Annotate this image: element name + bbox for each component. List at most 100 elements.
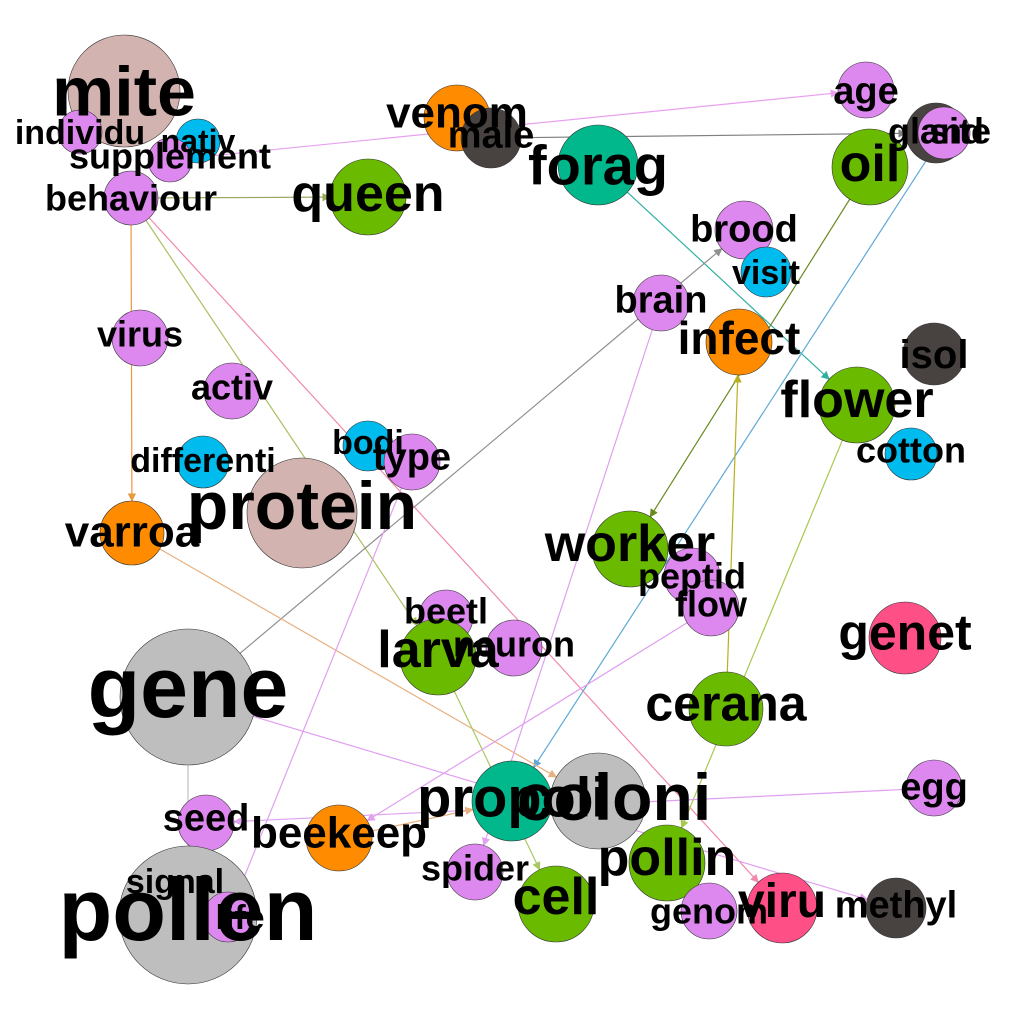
node-oil[interactable] bbox=[831, 128, 909, 206]
node-age[interactable] bbox=[837, 61, 895, 119]
node-label-pollin: pollin bbox=[598, 829, 737, 887]
node-pollin[interactable] bbox=[628, 824, 706, 902]
node-spider[interactable] bbox=[446, 843, 504, 901]
node-label-behaviour: behaviour bbox=[45, 178, 217, 219]
edge-cerana-infect bbox=[725, 374, 742, 710]
node-gene[interactable] bbox=[119, 628, 257, 766]
node-label-viru: viru bbox=[738, 875, 826, 928]
node-label-supplement: supplement bbox=[69, 136, 271, 177]
node-beekeep[interactable] bbox=[305, 804, 373, 872]
node-label-nativ: nativ bbox=[161, 123, 236, 159]
node-label-gland: gland bbox=[888, 111, 984, 152]
node-egg[interactable] bbox=[905, 759, 963, 817]
node-label-larva: larva bbox=[377, 621, 500, 679]
nodes-layer bbox=[57, 34, 971, 985]
node-label-beetl: beetl bbox=[404, 591, 488, 632]
node-label-activ: activ bbox=[191, 367, 273, 408]
node-label-methyl: methyl bbox=[835, 884, 957, 926]
edge-varroa-coloni bbox=[131, 532, 558, 778]
node-activ[interactable] bbox=[203, 362, 261, 420]
node-label-mite: mite bbox=[52, 53, 196, 131]
node-individu[interactable] bbox=[57, 109, 103, 155]
node-label-life: life bbox=[215, 899, 264, 937]
edge-behaviour-larva bbox=[130, 197, 418, 627]
node-label-brain: brain bbox=[615, 279, 708, 321]
node-site[interactable] bbox=[917, 106, 971, 160]
node-flow[interactable] bbox=[682, 579, 740, 637]
node-label-protein: protein bbox=[187, 468, 417, 544]
node-label-cerana: cerana bbox=[645, 676, 807, 732]
node-label-cotton: cotton bbox=[856, 430, 966, 471]
node-label-neuron: neuron bbox=[453, 624, 575, 665]
node-label-pollen: pollen bbox=[58, 860, 317, 959]
edge-male-gland bbox=[490, 129, 907, 139]
node-forag[interactable] bbox=[557, 124, 639, 206]
node-varroa[interactable] bbox=[99, 500, 165, 566]
node-virus[interactable] bbox=[111, 309, 169, 367]
node-label-oil: oil bbox=[840, 135, 901, 193]
node-label-infect: infect bbox=[678, 312, 801, 364]
node-brain[interactable] bbox=[632, 274, 690, 332]
node-brood[interactable] bbox=[714, 200, 774, 260]
node-label-beekeep: beekeep bbox=[251, 808, 427, 857]
node-viru[interactable] bbox=[746, 872, 818, 944]
node-label-isol: isol bbox=[900, 333, 969, 377]
node-label-age: age bbox=[833, 70, 898, 112]
node-label-cell: cell bbox=[513, 868, 600, 926]
node-methyl[interactable] bbox=[865, 877, 927, 939]
edge-behaviour-viru bbox=[130, 197, 759, 883]
edge-flow-beekeep bbox=[366, 607, 712, 822]
node-supplement[interactable] bbox=[147, 137, 193, 183]
node-label-genom: genom bbox=[650, 891, 768, 932]
node-label-seed: seed bbox=[163, 797, 250, 839]
edge-behaviour-queen bbox=[130, 192, 331, 202]
node-cerana[interactable] bbox=[688, 671, 764, 747]
node-label-queen: queen bbox=[291, 165, 444, 223]
node-infect[interactable] bbox=[705, 308, 773, 376]
node-label-visit: visit bbox=[732, 254, 800, 292]
node-label-male: male bbox=[448, 114, 535, 156]
node-label-propoli: propoli bbox=[417, 766, 607, 829]
node-label-type: type bbox=[373, 436, 451, 478]
node-label-egg: egg bbox=[900, 766, 968, 808]
edge-forag-flower bbox=[597, 164, 830, 380]
node-label-differenti: differenti bbox=[130, 442, 275, 480]
node-visit[interactable] bbox=[740, 246, 792, 298]
node-label-venom: venom bbox=[386, 88, 528, 137]
node-label-individu: individu bbox=[15, 114, 145, 152]
node-label-forag: forag bbox=[528, 134, 668, 197]
node-label-varroa: varroa bbox=[65, 507, 200, 556]
edge-site-propoli bbox=[533, 132, 945, 769]
node-label-spider: spider bbox=[421, 848, 529, 889]
node-behaviour[interactable] bbox=[103, 170, 159, 226]
node-label-genet: genet bbox=[838, 605, 972, 661]
node-isol[interactable] bbox=[902, 322, 966, 386]
node-genet[interactable] bbox=[868, 601, 942, 675]
node-label-flower: flower bbox=[780, 371, 933, 429]
node-worker[interactable] bbox=[591, 510, 669, 588]
node-queen[interactable] bbox=[329, 158, 407, 236]
node-protein[interactable] bbox=[246, 457, 358, 569]
node-label-virus: virus bbox=[97, 314, 183, 355]
node-label-site: site bbox=[929, 111, 991, 152]
node-label-gene: gene bbox=[88, 640, 289, 736]
node-male[interactable] bbox=[460, 107, 522, 169]
node-neuron[interactable] bbox=[485, 619, 543, 677]
node-flower[interactable] bbox=[818, 366, 896, 444]
edge-gene-brood bbox=[187, 248, 723, 698]
edge-flower-pollin bbox=[680, 404, 858, 829]
node-label-brood: brood bbox=[690, 208, 798, 250]
node-differenti[interactable] bbox=[176, 435, 230, 489]
node-cell[interactable] bbox=[517, 865, 595, 943]
node-life[interactable] bbox=[202, 891, 254, 943]
node-coloni[interactable] bbox=[549, 752, 647, 850]
node-genom[interactable] bbox=[680, 882, 738, 940]
node-label-coloni: coloni bbox=[517, 760, 711, 834]
node-type[interactable] bbox=[383, 433, 441, 491]
node-cotton[interactable] bbox=[884, 427, 938, 481]
node-pollen[interactable] bbox=[118, 845, 258, 985]
node-label-worker: worker bbox=[544, 515, 716, 573]
node-larva[interactable] bbox=[399, 618, 477, 696]
